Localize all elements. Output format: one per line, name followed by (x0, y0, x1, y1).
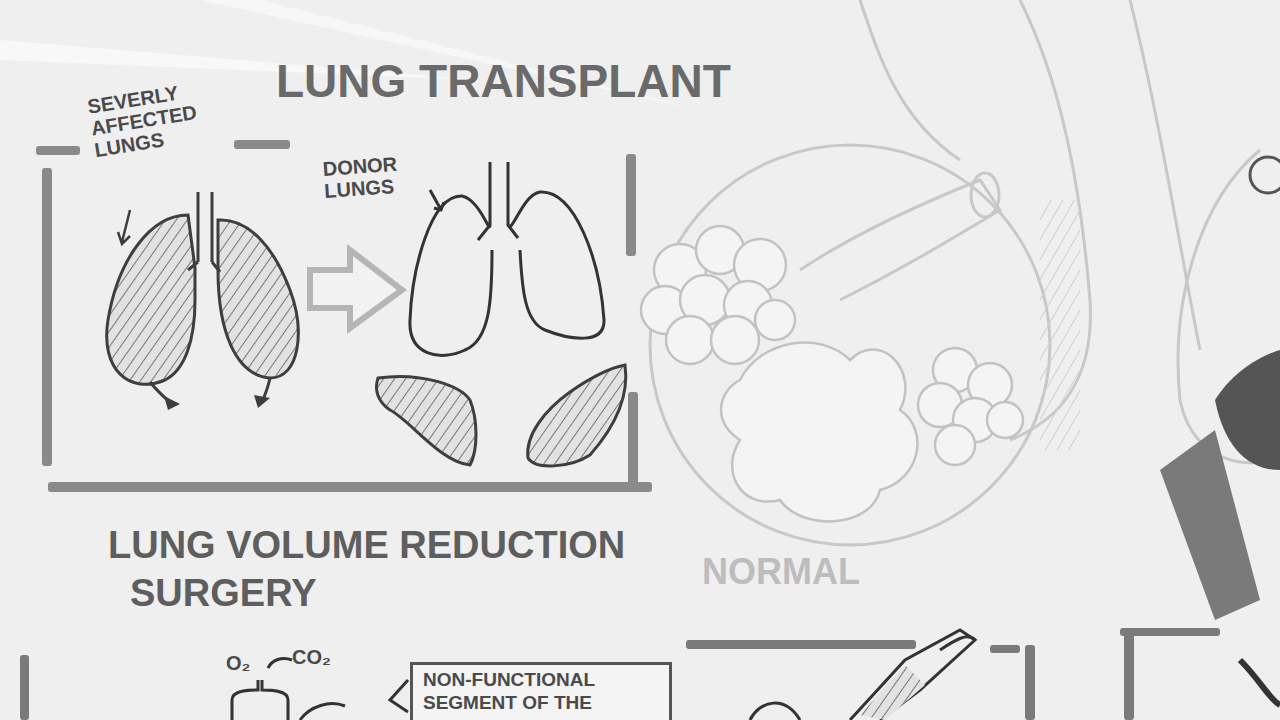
callout-box: NON-FUNCTIONAL SEGMENT OF THE (410, 662, 672, 720)
box-text: NON-FUNCTIONAL SEGMENT OF THE (423, 669, 659, 715)
section-heading: LUNG VOLUME REDUCTION SURGERY (108, 522, 650, 617)
gas-label: CO₂ (292, 646, 352, 668)
faded-label: NORMAL (702, 552, 962, 592)
gas-label: O₂ (226, 652, 276, 674)
title-heading: LUNG TRANSPLANT (276, 56, 731, 107)
callout-label: DONOR LUNGS (322, 150, 445, 202)
callout-label: SEVERLY AFFECTED LUNGS (86, 76, 220, 161)
